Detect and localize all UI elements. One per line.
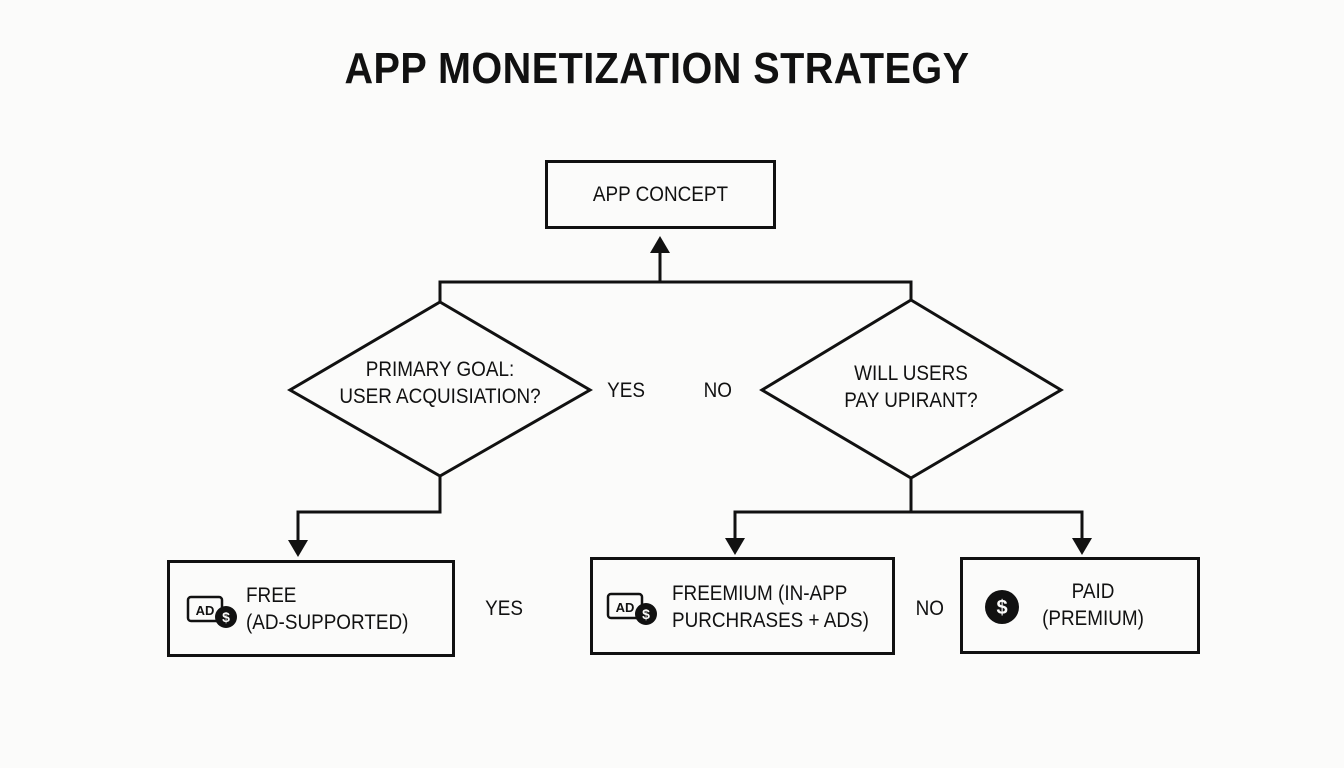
decision-pay-label: WILL USERS PAY UPIRANT? — [790, 360, 1033, 414]
ad-dollar-icon: AD $ — [606, 590, 662, 631]
edge-label-yes-top: YES — [607, 379, 645, 402]
node-free-line1: FREE — [246, 584, 297, 607]
page-title: APP MONETIZATION STRATEGY — [344, 44, 970, 93]
connector-goal-to-concept — [438, 280, 913, 302]
arrowhead-to-paid — [1072, 538, 1092, 555]
ad-dollar-icon: AD $ — [186, 593, 242, 634]
connector-goal-to-free — [296, 476, 442, 545]
node-free-line2: (AD-SUPPORTED) — [246, 611, 409, 634]
node-paid-line2: (PREMIUM) — [1042, 607, 1144, 630]
ad-icon-text: AD — [616, 600, 635, 615]
ad-icon-text: AD — [196, 603, 215, 618]
decision-goal-line2: USER ACQUISIATION? — [339, 385, 541, 408]
edge-label-no-top: NO — [703, 379, 732, 402]
decision-pay-line2: PAY UPIRANT? — [844, 389, 978, 412]
node-free-label: FREE (AD-SUPPORTED) — [246, 582, 408, 636]
node-app-concept-label: APP CONCEPT — [592, 183, 729, 206]
decision-goal-line1: PRIMARY GOAL: — [365, 358, 515, 381]
arrowhead-to-freemium — [725, 538, 745, 555]
node-freemium-line1: FREEMIUM (IN-APP — [672, 582, 848, 605]
node-paid-line1: PAID — [1071, 580, 1115, 603]
node-app-concept — [545, 160, 776, 229]
dollar-icon-text: $ — [642, 606, 650, 622]
arrowhead-to-free — [288, 540, 308, 557]
dollar-coin-text: $ — [996, 597, 1007, 619]
node-freemium-line2: PURCHRASES + ADS) — [672, 609, 869, 632]
edge-label-yes-bottom: YES — [485, 597, 523, 620]
connector-pay-split — [733, 478, 1084, 543]
decision-pay-line1: WILL USERS — [854, 362, 968, 385]
dollar-coin-icon: $ — [983, 588, 1021, 631]
edge-label-no-bottom: NO — [915, 597, 944, 620]
node-free — [167, 560, 455, 657]
arrowhead-to-concept — [650, 236, 670, 253]
decision-goal-label: PRIMARY GOAL: USER ACQUISIATION? — [314, 356, 566, 410]
node-paid-label: PAID (PREMIUM) — [1035, 578, 1152, 632]
node-freemium-label: FREEMIUM (IN-APP PURCHRASES + ADS) — [672, 580, 869, 634]
dollar-icon-text: $ — [222, 609, 230, 625]
